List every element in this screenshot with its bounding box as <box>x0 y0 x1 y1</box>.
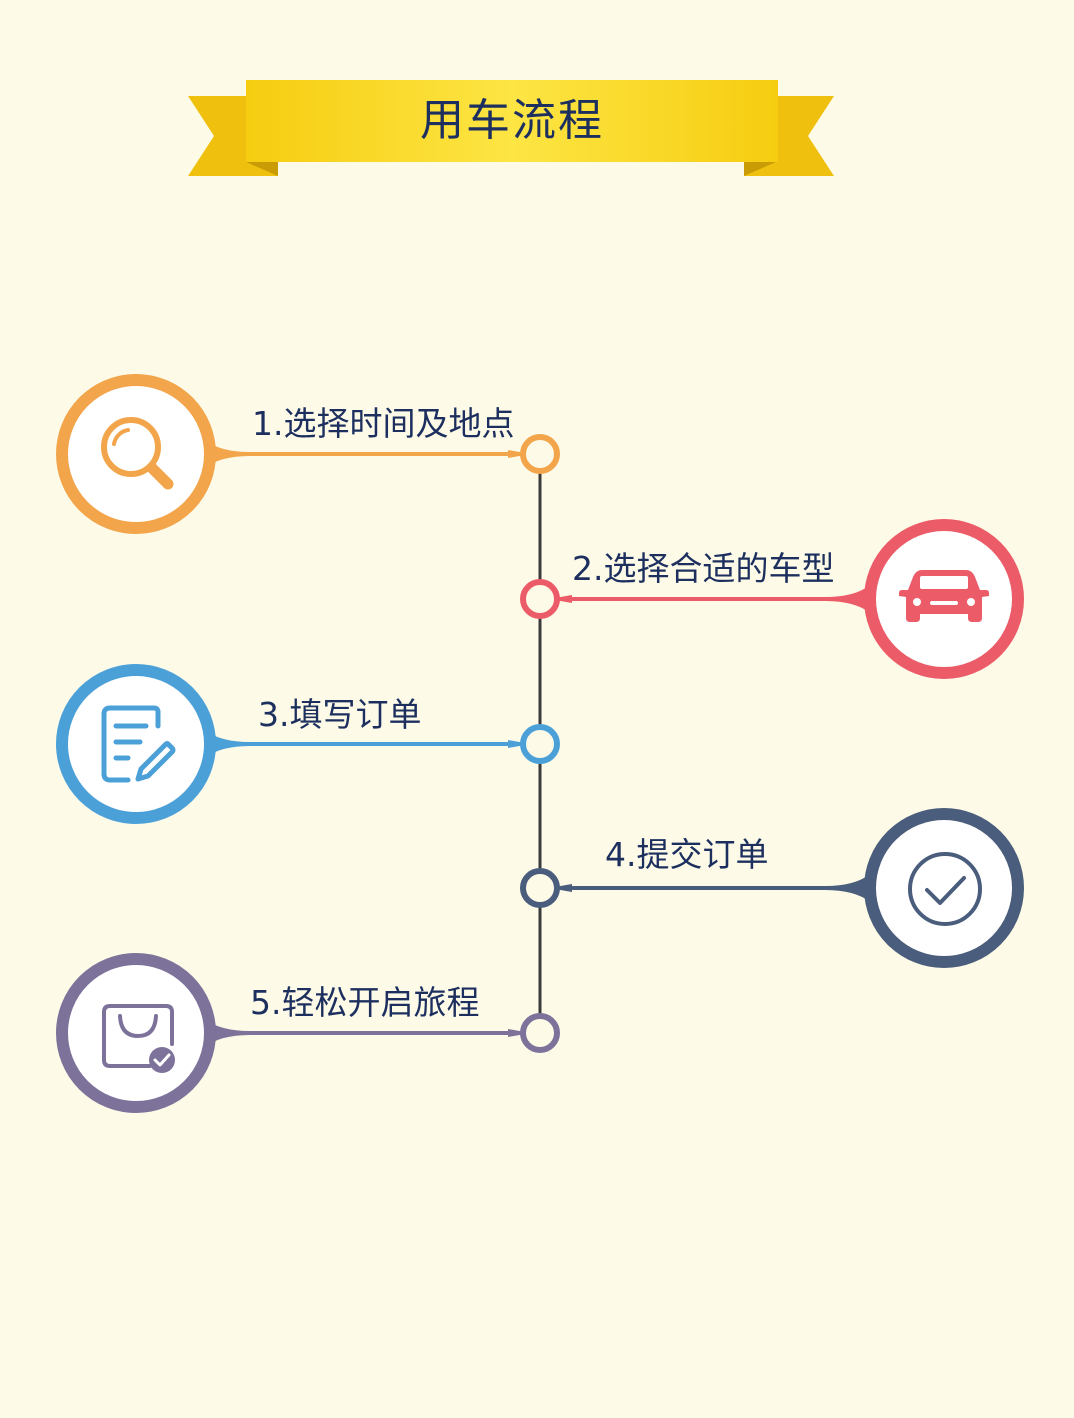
step-5 <box>56 953 560 1113</box>
step-1-label: 1.选择时间及地点 <box>252 404 515 443</box>
ribbon-shape <box>188 80 834 176</box>
step-4-node <box>520 868 560 908</box>
step-2-label: 2.选择合适的车型 <box>572 549 835 588</box>
car-icon <box>899 570 989 622</box>
shopping-bag-check-icon <box>102 1004 175 1073</box>
search-icon <box>101 417 174 490</box>
step-2-node <box>520 579 560 619</box>
check-circle-icon <box>908 852 982 926</box>
step-1-badge <box>56 374 216 534</box>
step-1-node <box>520 434 560 474</box>
step-3 <box>56 664 560 824</box>
step-4-badge <box>864 808 1024 968</box>
step-5-node <box>520 1013 560 1053</box>
edit-form-icon <box>101 705 176 783</box>
step-3-node <box>520 724 560 764</box>
page-title: 用车流程 <box>420 95 604 146</box>
step-5-label: 5.轻松开启旅程 <box>250 983 480 1022</box>
step-4-label: 4.提交订单 <box>605 835 769 874</box>
step-3-label: 3.填写订单 <box>258 695 422 734</box>
step-2 <box>520 519 1024 679</box>
title-banner: 用车流程 <box>188 80 834 178</box>
step-4 <box>520 808 1024 968</box>
step-1 <box>56 374 560 534</box>
step-5-badge <box>56 953 216 1113</box>
